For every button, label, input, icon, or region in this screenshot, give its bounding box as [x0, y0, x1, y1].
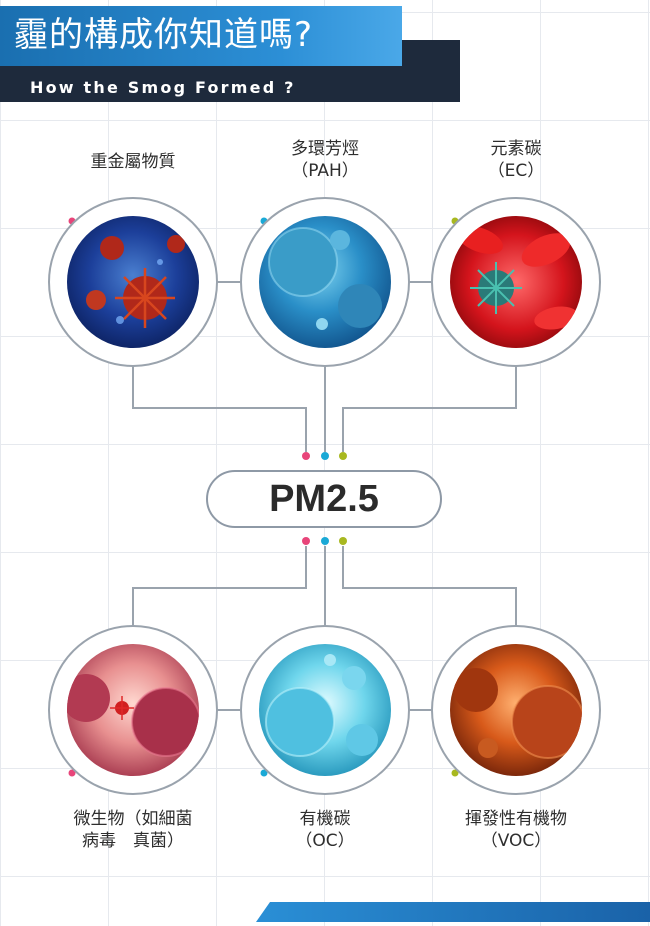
component-pah: [240, 197, 410, 367]
component-organic-carbon: [240, 625, 410, 795]
label-organic-carbon: 有機碳 （OC）: [255, 808, 395, 852]
label-elemental-carbon: 元素碳 （EC）: [446, 138, 586, 182]
label-heavy-metals: 重金屬物質: [63, 151, 203, 173]
red-virus-particles-image: [86, 235, 185, 328]
pink-dot-icon: [68, 769, 76, 777]
red-blood-cell-virus-image: [457, 226, 578, 330]
olive-dot-icon: [451, 769, 459, 777]
footer-accent-bar: [256, 902, 650, 922]
page-subtitle: How the Smog Formed ?: [30, 78, 296, 97]
label-line-2: （EC）: [487, 161, 545, 181]
blue-cell-spheres-image: [268, 227, 382, 330]
component-heavy-metals: [48, 197, 218, 367]
label-microorganisms: 微生物（如細菌 病毒 真菌）: [48, 808, 218, 852]
olive-dot-icon: [339, 452, 347, 460]
olive-dot-icon: [339, 537, 347, 545]
header-title-band: [0, 6, 402, 66]
pink-dot-icon: [302, 537, 310, 545]
pink-bacteria-image: [67, 674, 199, 757]
cyan-dot-icon: [321, 452, 329, 460]
top-connectors: [132, 281, 517, 452]
orange-cells-image: [454, 668, 582, 759]
label-line-1: 重金屬物質: [90, 152, 176, 172]
bottom-connectors: [132, 546, 517, 711]
cyan-dot-icon: [260, 769, 268, 777]
component-microorganisms: [48, 625, 218, 795]
pm25-center-box: PM2.5: [206, 470, 442, 528]
label-line-1: 多環芳烴: [291, 139, 359, 159]
cyan-dot-icon: [321, 537, 329, 545]
label-line-1: 揮發性有機物: [465, 809, 567, 829]
label-line-2: （OC）: [295, 831, 355, 851]
component-elemental-carbon: [431, 197, 601, 367]
label-line-2: 病毒 真菌）: [82, 831, 184, 851]
label-line-1: 微生物（如細菌: [73, 809, 193, 829]
label-line-2: （PAH）: [291, 161, 359, 181]
page-title: 霾的構成你知道嗎?: [14, 15, 314, 55]
header: 霾的構成你知道嗎? How the Smog Formed ?: [0, 0, 650, 104]
pink-dot-icon: [302, 452, 310, 460]
label-voc: 揮發性有機物 （VOC）: [441, 808, 591, 852]
label-pah: 多環芳烴 （PAH）: [255, 138, 395, 182]
label-line-2: （VOC）: [480, 831, 552, 851]
label-line-1: 有機碳: [299, 809, 351, 829]
component-voc: [431, 625, 601, 795]
junction-dots: [68, 217, 459, 777]
label-line-1: 元素碳: [490, 139, 542, 159]
cyan-cells-image: [265, 654, 378, 757]
